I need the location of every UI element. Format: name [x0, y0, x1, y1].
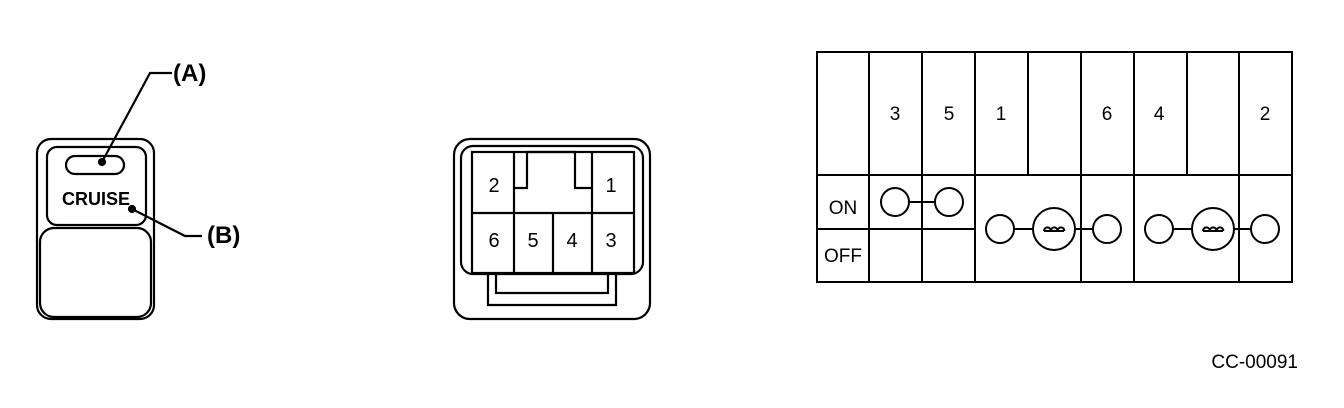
lamp-circuit-4-2 — [1144, 207, 1280, 251]
pin-1: 1 — [605, 175, 616, 197]
pin-3: 3 — [605, 230, 616, 252]
connector-housing — [452, 137, 652, 321]
indicator-lamp-a — [64, 154, 126, 176]
callout-a-leader — [101, 71, 172, 163]
switch-button-upper — [45, 145, 148, 227]
switch-button-lower — [38, 226, 153, 319]
pin-5: 5 — [527, 230, 538, 252]
cruise-button-text: CRUISE — [62, 189, 130, 209]
pin-6: 6 — [488, 230, 499, 252]
terminal-4: 4 — [1154, 104, 1165, 125]
terminal-2: 2 — [1260, 104, 1271, 125]
row-label-on: ON — [829, 198, 858, 219]
pin-2: 2 — [488, 175, 499, 197]
terminal-1: 1 — [996, 104, 1007, 125]
connector-latch-inner — [494, 273, 610, 295]
terminal-3: 3 — [890, 104, 901, 125]
bulb-icon — [1032, 207, 1076, 251]
callout-a-label: (A) — [173, 60, 206, 87]
figure-code: CC-00091 — [1211, 352, 1298, 373]
connector — [452, 137, 652, 321]
connector-latch-outer — [486, 273, 618, 307]
continuity-table — [816, 51, 1293, 283]
row-label-off: OFF — [824, 246, 862, 267]
pin-4: 4 — [566, 230, 577, 252]
bulb-icon — [1191, 207, 1235, 251]
cruise-switch — [35, 71, 202, 321]
connector-key — [512, 150, 594, 190]
on-row-continuity — [880, 187, 964, 217]
terminal-5: 5 — [944, 104, 955, 125]
switch-housing — [35, 137, 156, 321]
table-header: 3 5 1 6 4 2 — [890, 104, 1271, 125]
callout-b-label: (B) — [207, 222, 240, 249]
callout-b-leader — [131, 208, 202, 238]
lamp-circuit-1-6 — [985, 207, 1122, 251]
table-border — [816, 51, 1293, 283]
terminal-6: 6 — [1102, 104, 1113, 125]
